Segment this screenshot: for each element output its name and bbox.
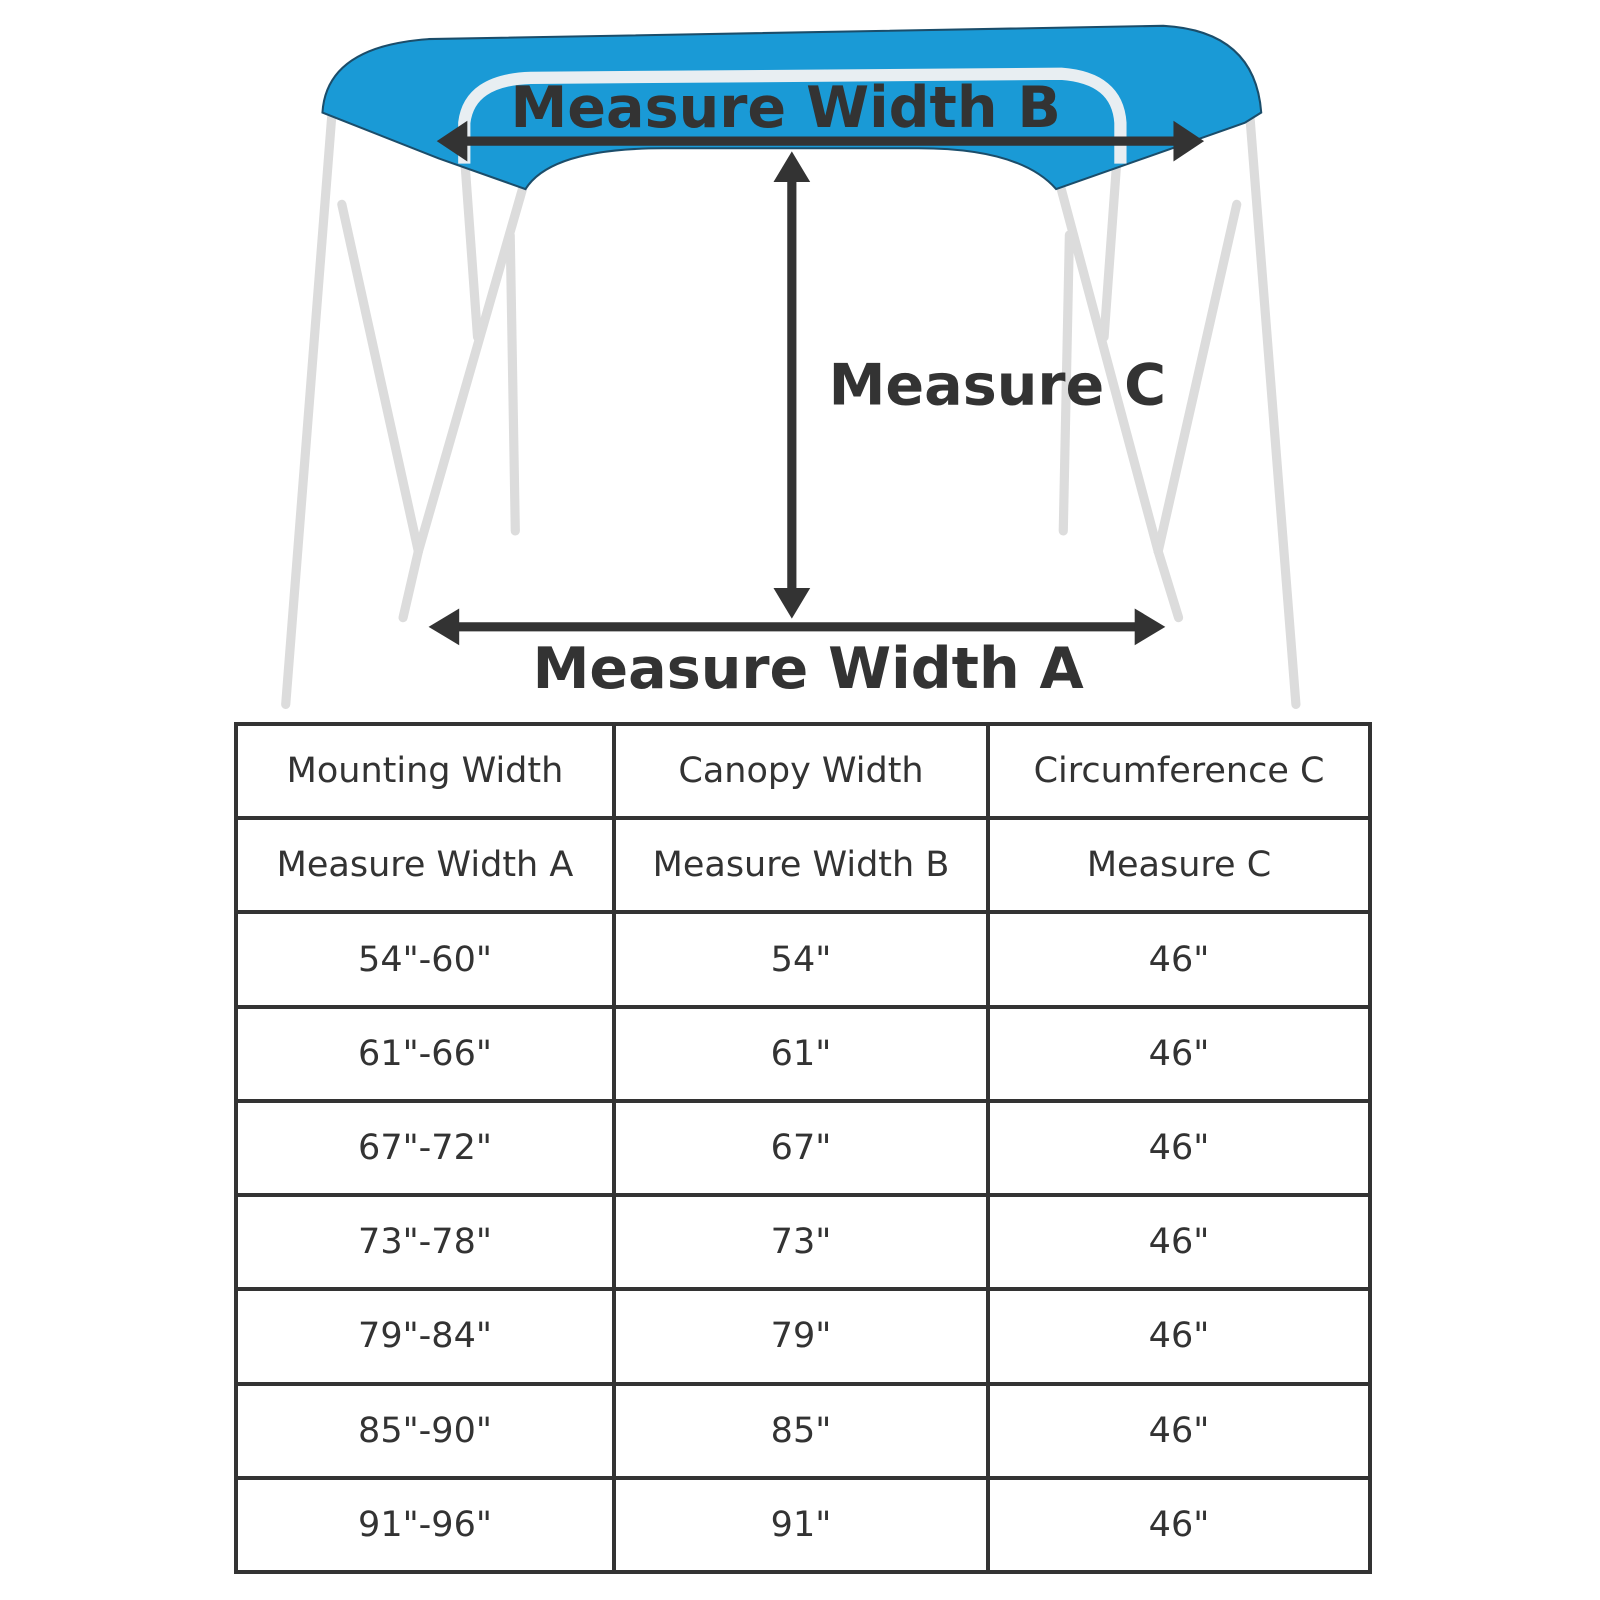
table-cell: 79" (612, 1287, 990, 1386)
table-row: 73"-78"73"46" (234, 1193, 1372, 1292)
table-cell: 73"-78" (234, 1193, 616, 1292)
table-cell: 67"-72" (234, 1098, 616, 1198)
canopy (321, 24, 1263, 191)
subheader-cell: Measure C (986, 816, 1372, 915)
table-row: 79"-84"79"46" (234, 1287, 1372, 1386)
label-width-b: Measure Width B (510, 75, 1060, 141)
header-cell: Canopy Width (612, 721, 990, 821)
table-cell: 85" (612, 1381, 990, 1480)
table-row: 91"-96"91"46" (234, 1475, 1372, 1575)
width-a-arrow (428, 608, 1166, 646)
width-b-arrow (436, 120, 1205, 162)
header-cell: Circumference C (986, 721, 1372, 821)
measure-c-arrow (773, 151, 811, 619)
table-cell: 46" (986, 1193, 1372, 1292)
table-cell: 46" (986, 1287, 1372, 1386)
table-row: 61"-66"61"46" (234, 1004, 1372, 1103)
table-cell: 46" (986, 1475, 1372, 1575)
header-cell: Mounting Width (234, 721, 616, 821)
subheader-cell: Measure Width B (612, 816, 990, 915)
table-row: 67"-72"67"46" (234, 1098, 1372, 1198)
subheader-cell: Measure Width A (234, 816, 616, 915)
table-cell: 61" (612, 1004, 990, 1103)
table-cell: 91"-96" (234, 1475, 616, 1575)
label-width-a: Measure Width A (533, 636, 1084, 702)
table-cell: 61"-66" (234, 1004, 616, 1103)
table-cell: 46" (986, 910, 1372, 1009)
table-cell: 46" (986, 1004, 1372, 1103)
table-cell: 91" (612, 1475, 990, 1575)
table-cell: 73" (612, 1193, 990, 1292)
table-row: 85"-90"85"46" (234, 1381, 1372, 1480)
frame-legs (281, 113, 1301, 709)
table-cell: 54" (612, 910, 990, 1009)
label-measure-c: Measure C (829, 352, 1167, 418)
table-cell: 54"-60" (234, 910, 616, 1009)
table-header-row: Mounting Width Canopy Width Circumferenc… (234, 721, 1372, 821)
table-cell: 67" (612, 1098, 990, 1198)
table-subheader-row: Measure Width A Measure Width B Measure … (234, 816, 1372, 915)
size-table: Mounting Width Canopy Width Circumferenc… (234, 721, 1372, 1575)
table-cell: 46" (986, 1381, 1372, 1480)
table-cell: 46" (986, 1098, 1372, 1198)
table-row: 54"-60"54"46" (234, 910, 1372, 1009)
canopy-bow (458, 67, 1127, 164)
table-cell: 85"-90" (234, 1381, 616, 1480)
table-cell: 79"-84" (234, 1287, 616, 1386)
bimini-top-illustration: Measure Width B Measure C Measure Width … (281, 24, 1301, 709)
